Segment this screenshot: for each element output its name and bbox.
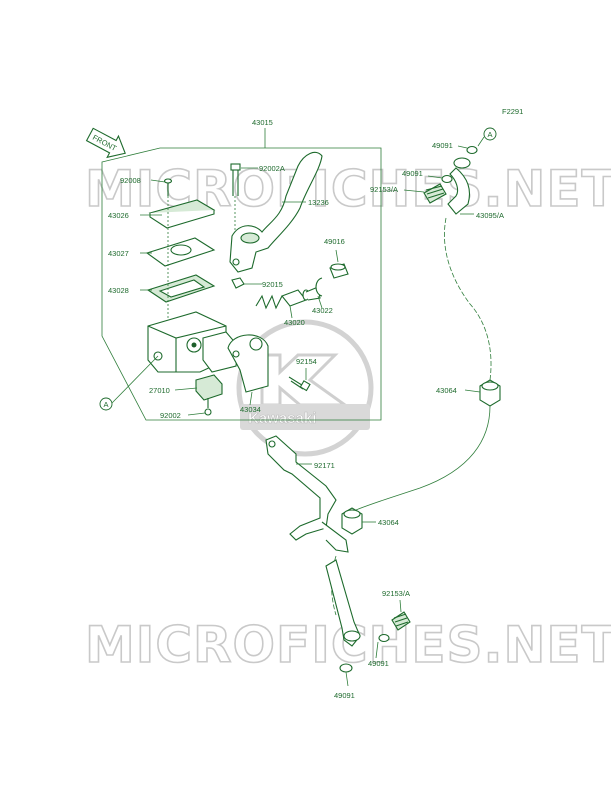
brake-hose [444,217,492,381]
hose-grommet-bottom [341,507,363,535]
callout-49091-mid: 49091 [402,169,423,178]
leader-49091-top [457,145,468,149]
reservoir-cap-edge [149,210,215,229]
leader-43022 [317,295,323,309]
figure-code: F2291 [502,107,523,116]
callout-43015: 43015 [252,118,273,127]
front-arrow-marker: FRONT [85,127,126,159]
leader-92153A-top [403,189,425,193]
callout-92153A-bot: 92153/A [382,589,410,598]
callout-92015: 92015 [262,280,283,289]
circlip [315,277,323,297]
upper-banjo-bolt [423,183,447,204]
assembly-frame [101,147,382,421]
callout-43027: 43027 [108,249,129,258]
callout-43064-top: 43064 [436,386,457,395]
diaphragm-seal-inner [158,279,206,298]
brake-lever [229,151,323,273]
lower-banjo-bolt [391,611,411,631]
leader-49091-bot-right [375,641,379,659]
hose-grommet-top [479,379,501,407]
callout-49016: 49016 [324,237,345,246]
kawasaki-logo-circle [236,319,374,457]
lower-washer-right [378,633,390,643]
piston-spring [255,286,321,310]
switch-screw [204,408,212,416]
callout-43034: 43034 [240,405,261,414]
callout-92002A: 92002A [259,164,285,173]
callout-43026: 43026 [108,211,129,220]
callout-49091-top: 49091 [432,141,453,150]
callout-92154: 92154 [296,357,317,366]
leader-49091-bot [345,671,349,687]
reference-marker-left [99,397,113,411]
callout-43028: 43028 [108,286,129,295]
callout-27010: 27010 [149,386,170,395]
callout-49091-bot-right: 49091 [368,659,389,668]
brake-switch [195,374,223,408]
callout-43064-bot: 43064 [378,518,399,527]
diaphragm-hole [170,244,192,256]
callout-13236: 13236 [308,198,329,207]
leader-92153A-bot [399,599,402,613]
callout-92002: 92002 [160,411,181,420]
leader-43064-top [464,389,481,393]
leader-49016 [335,249,339,263]
leader-27010 [174,387,198,391]
leader-43020 [289,305,293,319]
kawasaki-logo-text: Kawasaki [248,410,316,427]
lever-nut [231,277,245,289]
cap-screw [163,178,173,196]
callout-92008: 92008 [120,176,141,185]
leader-marker-right [477,136,485,147]
callout-49091-bot: 49091 [334,691,355,700]
callout-43020: 43020 [284,318,305,327]
leader-92002 [187,412,206,416]
hose-bracket [265,435,349,553]
kawasaki-logo-bar [240,404,370,430]
callout-43095A: 43095/A [476,211,504,220]
callout-43022: 43022 [312,306,333,315]
hose-banjo-fitting [447,157,471,215]
dust-boot [329,263,349,279]
clamp-bolt [288,376,311,392]
reference-marker-left-label: A [104,400,109,409]
leader-marker-left [111,355,159,404]
callout-92153A-top: 92153/A [370,185,398,194]
leader-49091-mid [427,175,443,179]
leader-43034 [249,391,253,406]
brake-hose-lower [355,405,491,511]
lower-washer [339,663,353,673]
reference-marker-right [483,127,497,141]
reference-marker-right-label: A [488,130,493,139]
clamp-holder [227,334,269,393]
middle-washer [441,174,453,184]
lower-hose-fitting [325,559,361,647]
leader-92008 [150,179,166,183]
upper-washer [466,145,478,155]
lever-pivot-bolt [230,163,241,196]
master-cylinder-body [147,311,239,373]
callout-92171: 92171 [314,461,335,470]
